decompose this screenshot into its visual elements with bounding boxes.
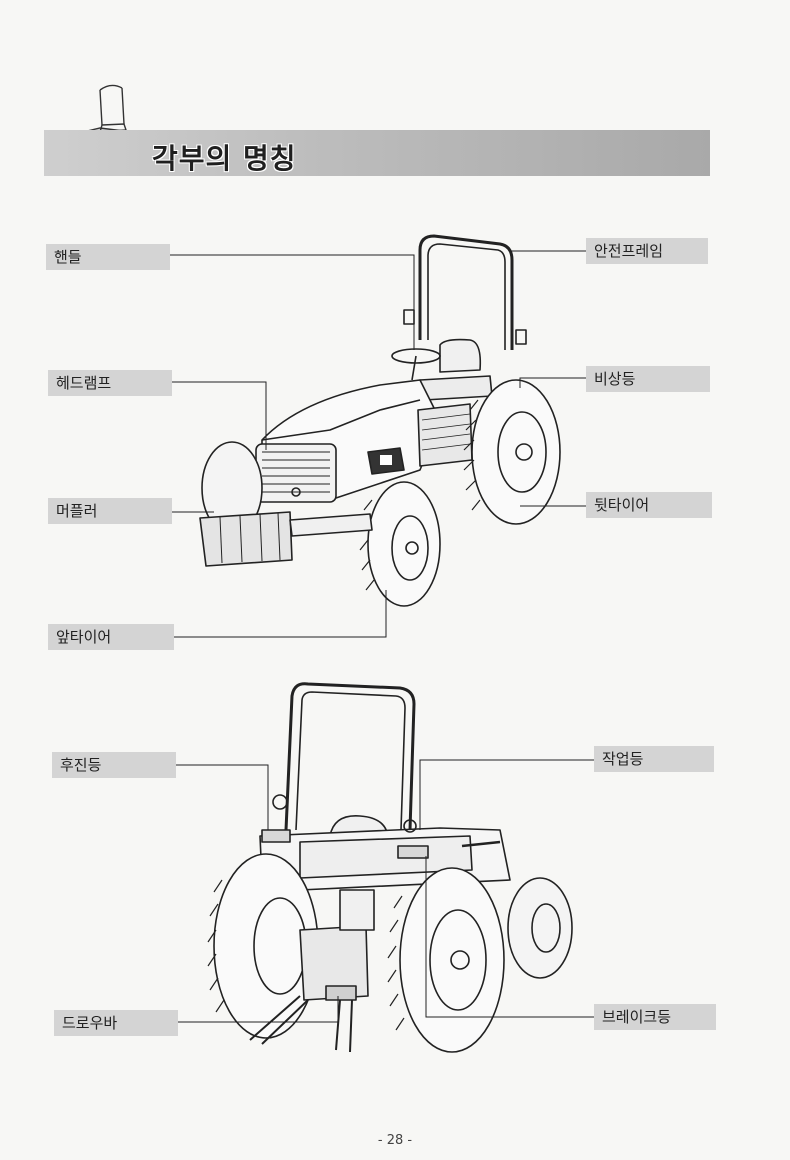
page-title: 각부의 명칭 [152, 142, 297, 175]
title-banner [44, 130, 710, 176]
label-work-light: 작업등 [594, 746, 714, 772]
label-headlamp: 헤드램프 [48, 370, 172, 396]
label-rear-tire: 뒷타이어 [586, 492, 712, 518]
page-number: - 28 - [377, 1133, 413, 1148]
label-muffler: 머플러 [48, 498, 172, 524]
label-brake-light: 브레이크등 [594, 1004, 716, 1030]
label-front-tire: 앞타이어 [48, 624, 174, 650]
label-hazard-light: 비상등 [586, 366, 710, 392]
label-reverse-light: 후진등 [52, 752, 176, 778]
label-drawbar: 드로우바 [54, 1010, 178, 1036]
label-safety-frame: 안전프레임 [586, 238, 708, 264]
label-handle: 핸들 [46, 244, 170, 270]
